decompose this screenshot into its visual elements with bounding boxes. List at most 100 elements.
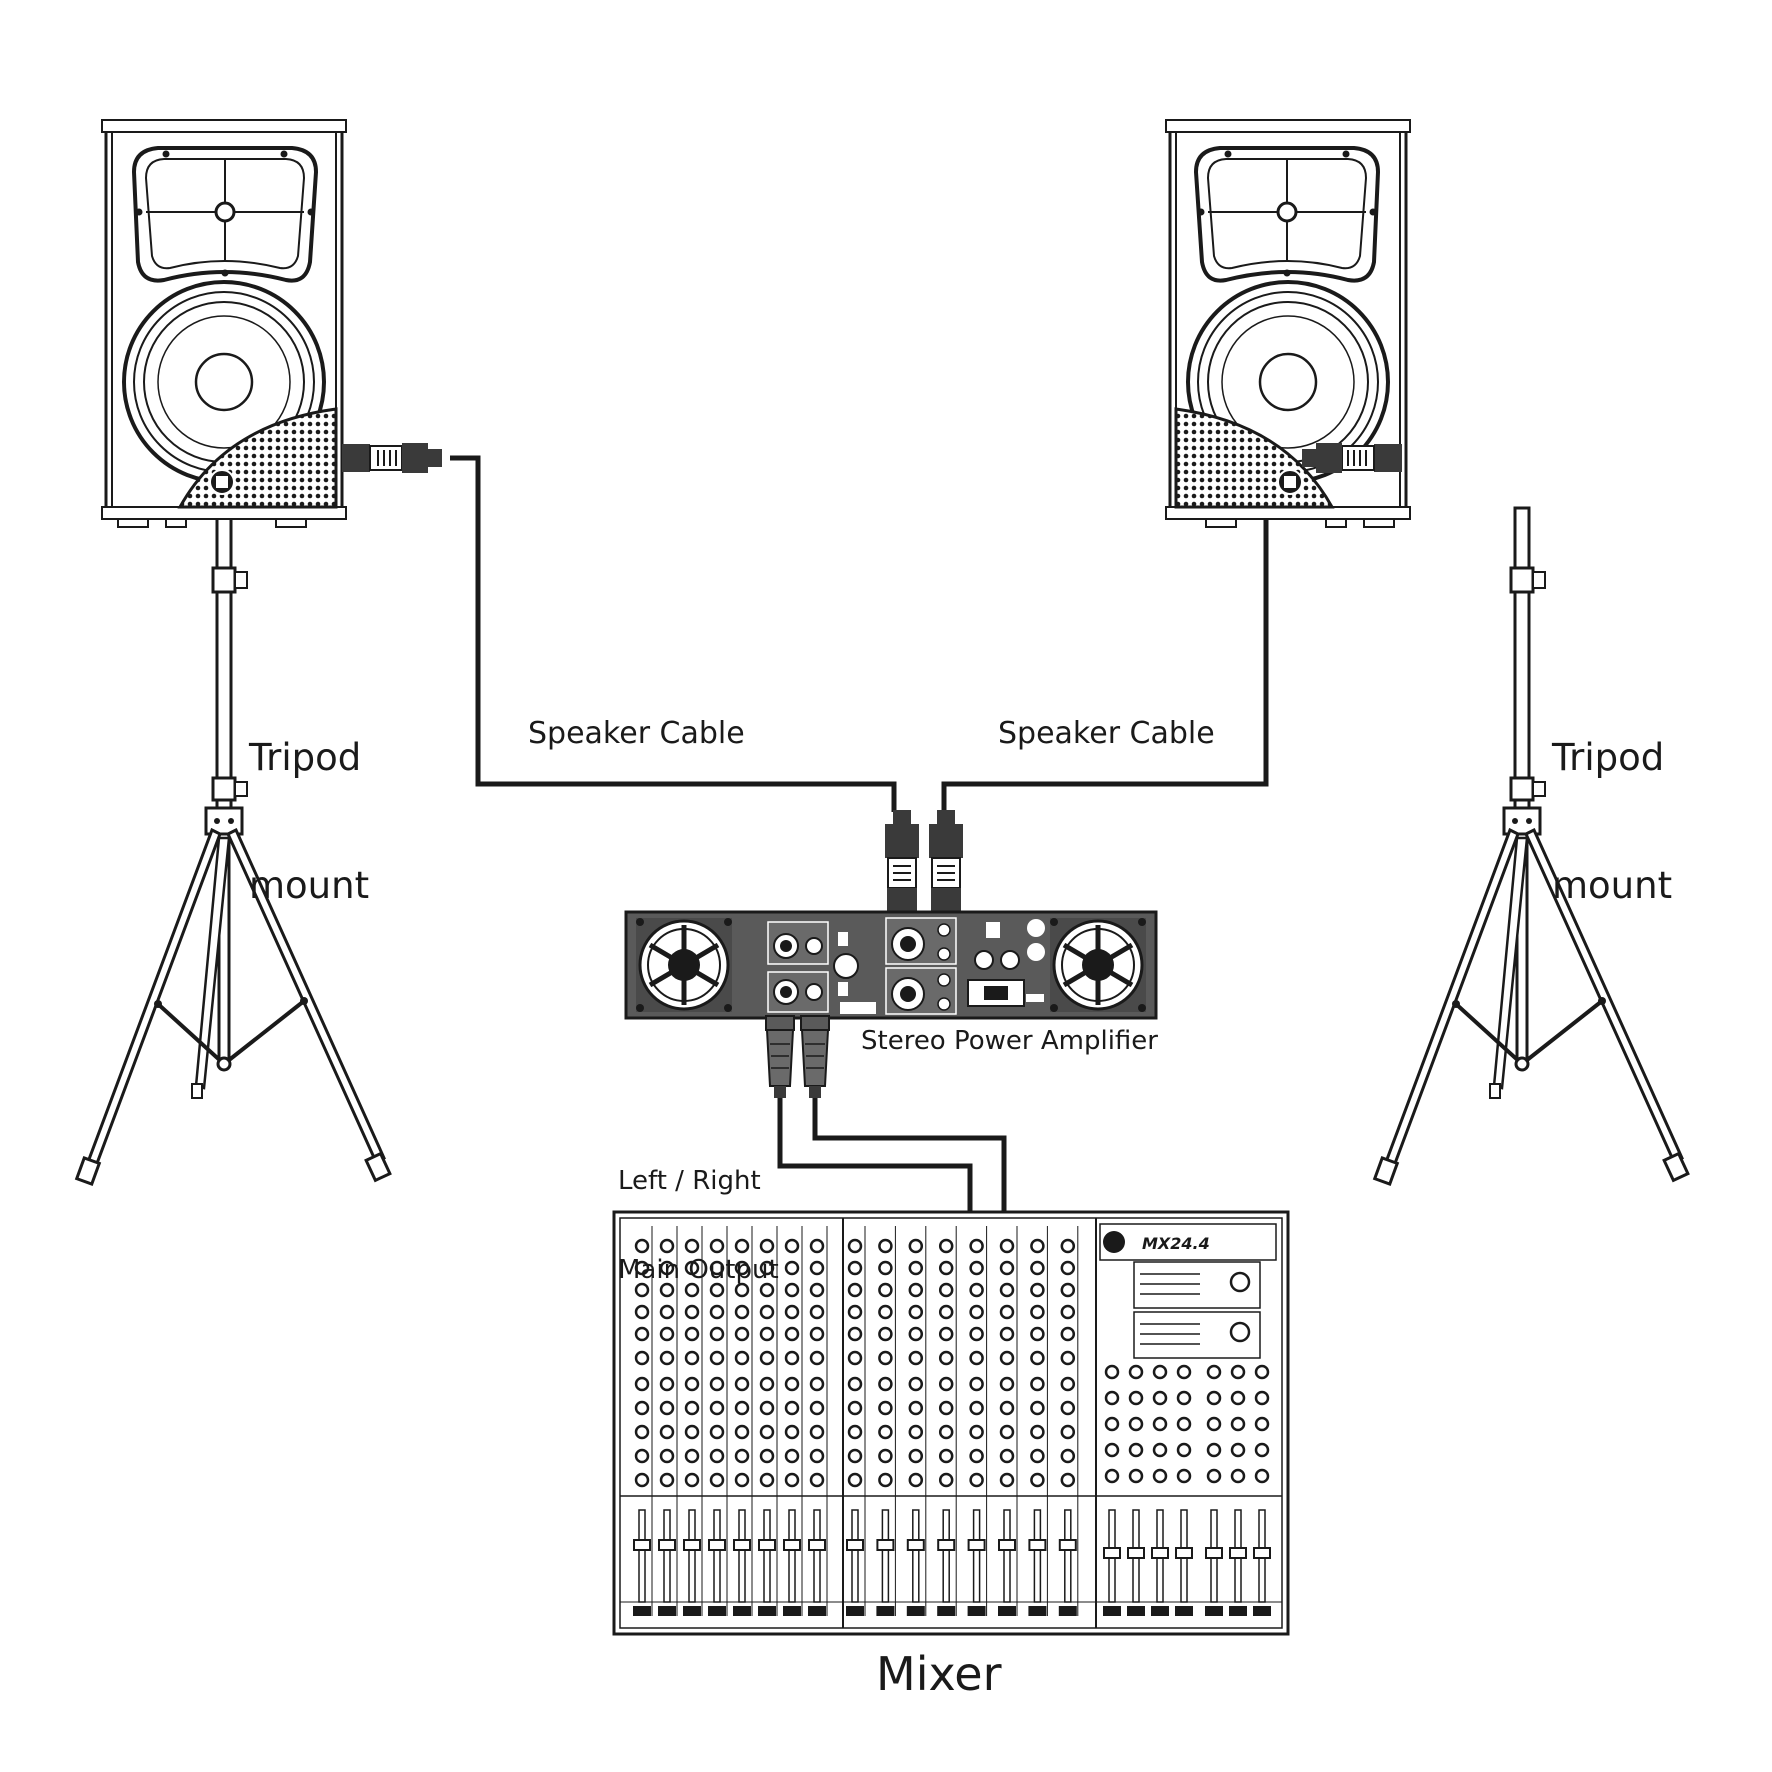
- mixer-knob: [659, 1400, 675, 1416]
- mixer-knob: [908, 1472, 924, 1488]
- mixer-knob: [969, 1424, 984, 1440]
- mixer-knob: [734, 1400, 750, 1416]
- mixer-knob: [634, 1400, 650, 1416]
- mixer-knob: [847, 1350, 863, 1366]
- mixer-knob: [684, 1424, 700, 1440]
- mixer-fader: [937, 1539, 956, 1551]
- mixer-master-knob: [1230, 1364, 1246, 1380]
- mixer-master-knob: [1254, 1468, 1270, 1484]
- mixer-knob: [999, 1448, 1015, 1464]
- mixer-knob: [938, 1282, 954, 1298]
- mixer-fader: [906, 1539, 925, 1551]
- mixer-knob: [659, 1326, 675, 1342]
- tripod-right-label-line2: mount: [1552, 863, 1673, 907]
- mixer-knob: [1030, 1326, 1045, 1342]
- mixer-knob: [659, 1350, 675, 1366]
- mixer-fader: [1058, 1539, 1077, 1551]
- mixer-fader: [758, 1539, 776, 1551]
- mixer-knob: [809, 1400, 825, 1416]
- tripod-right-label: Tripod mount: [1552, 652, 1672, 950]
- mixer-master-knob: [1206, 1364, 1222, 1380]
- mixer-knob: [969, 1326, 984, 1342]
- mixer-knob: [809, 1376, 825, 1392]
- mixer-knob: [709, 1472, 725, 1488]
- mixer-knob: [908, 1304, 924, 1320]
- mixer-knob: [784, 1376, 800, 1392]
- mixer-knob: [908, 1400, 924, 1416]
- mixer-knob: [999, 1350, 1015, 1366]
- mixer-fader: [683, 1539, 701, 1551]
- mixer-master-fader: [1127, 1547, 1145, 1559]
- mixer-master-knob: [1230, 1442, 1246, 1458]
- mixer-knob: [809, 1260, 825, 1276]
- mixer-master-knob: [1128, 1442, 1144, 1458]
- mixer-knob: [1030, 1260, 1045, 1276]
- mixer-knob: [709, 1238, 725, 1254]
- mixer-master-knob: [1254, 1364, 1270, 1380]
- mixer-knob: [1030, 1448, 1045, 1464]
- mixer-knob: [684, 1448, 700, 1464]
- mixer-knob: [759, 1350, 775, 1366]
- mixer-master-knob: [1254, 1416, 1270, 1432]
- mixer-knob: [999, 1304, 1015, 1320]
- mixer-knob: [684, 1326, 700, 1342]
- mixer-knob: [938, 1448, 954, 1464]
- mixer-knob: [759, 1376, 775, 1392]
- mixer-knob: [659, 1238, 675, 1254]
- mixer-knob: [634, 1260, 650, 1276]
- mixer-fader: [658, 1539, 676, 1551]
- mixer-master-knob: [1104, 1468, 1120, 1484]
- mixer-knob: [809, 1238, 825, 1254]
- mixer-master-knob: [1176, 1390, 1192, 1406]
- mixer-master-knob: [1152, 1390, 1168, 1406]
- mixer-knob: [684, 1260, 700, 1276]
- mixer-knob: [847, 1472, 863, 1488]
- mixer-knob: [908, 1424, 924, 1440]
- mixer-knob: [1030, 1350, 1045, 1366]
- mixer-master-fader: [1205, 1547, 1223, 1559]
- mixer-knob: [847, 1448, 863, 1464]
- mixer-master-knob: [1104, 1390, 1120, 1406]
- mixer-knob: [878, 1448, 893, 1464]
- mixer-knob: [938, 1400, 954, 1416]
- mixer-master-fader: [1151, 1547, 1169, 1559]
- mixer-master-knob: [1206, 1390, 1222, 1406]
- mixer-master-knob: [1104, 1416, 1120, 1432]
- mixer-master-knob: [1206, 1442, 1222, 1458]
- mixer-knob: [1060, 1238, 1076, 1254]
- tripod-left-label: Tripod mount: [249, 652, 369, 950]
- mixer-fader: [1028, 1539, 1047, 1551]
- mixer-knob: [1060, 1400, 1076, 1416]
- mixer-knob: [734, 1260, 750, 1276]
- mixer-knob: [938, 1326, 954, 1342]
- mixer-knob: [709, 1424, 725, 1440]
- mixer-knob: [634, 1472, 650, 1488]
- mixer-knob: [969, 1472, 984, 1488]
- speaker-cable-right-label: Speaker Cable: [998, 716, 1215, 751]
- main-output-label-line2: Main Output: [618, 1255, 779, 1286]
- mixer-knob: [659, 1282, 675, 1298]
- mixer-knob: [709, 1376, 725, 1392]
- mixer-knob: [759, 1260, 775, 1276]
- mixer-knob: [759, 1424, 775, 1440]
- mixer-knob: [1030, 1282, 1045, 1298]
- mixer-knob: [938, 1260, 954, 1276]
- mixer-label: Mixer: [876, 1647, 1002, 1701]
- mixer-knob: [734, 1350, 750, 1366]
- mixer-knob: [878, 1238, 893, 1254]
- mixer-master-knob: [1152, 1416, 1168, 1432]
- mixer-knob: [1030, 1424, 1045, 1440]
- mixer-fader: [808, 1539, 826, 1551]
- mixer-knob: [634, 1448, 650, 1464]
- mixer-knob: [709, 1260, 725, 1276]
- mixer-knob: [734, 1472, 750, 1488]
- mixer-knob: [847, 1376, 863, 1392]
- mixer-knob: [908, 1448, 924, 1464]
- mixer-knob: [1060, 1282, 1076, 1298]
- mixer-knob: [1060, 1350, 1076, 1366]
- mixer-master-knob: [1230, 1468, 1246, 1484]
- mixer-master-knob: [1176, 1468, 1192, 1484]
- mixer-knob: [784, 1326, 800, 1342]
- mixer-knob: [969, 1350, 984, 1366]
- mixer-knob: [784, 1350, 800, 1366]
